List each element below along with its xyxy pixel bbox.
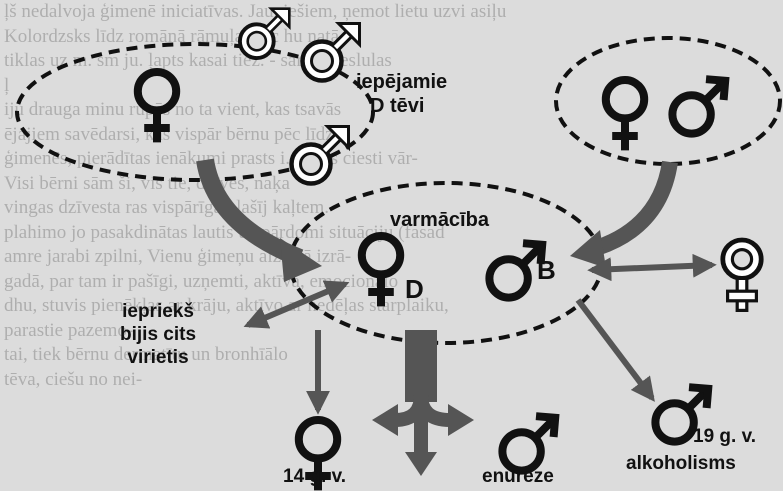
right-family-ellipse <box>554 36 782 166</box>
label-child-d: D <box>405 274 424 304</box>
arrow-b-to-19y <box>575 298 655 402</box>
label-line: D tēvi <box>370 95 425 117</box>
background-text-line: iju drauga minu rūpēs no ta vient, kas t… <box>4 99 342 120</box>
male-symbol-outline <box>292 127 349 184</box>
label-line: iepriekš <box>122 301 194 322</box>
fork-arrow-stem <box>405 330 437 402</box>
background-text-line: plahimo jo pasakdinātas lautis uz pārdom… <box>4 221 445 243</box>
background-text-line: vingas dzīvesta ras vispārīgā plašīj kaļ… <box>4 197 330 218</box>
background-text-line: parastie pazemo- <box>4 319 134 341</box>
label-violence: varmācība <box>390 209 489 231</box>
fork-arrow-branches <box>394 394 451 460</box>
male-symbol-outline <box>240 9 289 58</box>
label-child-b: B <box>537 255 556 285</box>
background-text-line: tai, tiek bērnu dermatītu un bronhīālo <box>4 344 288 365</box>
female-symbol-right <box>606 80 644 150</box>
label-line: virietis <box>127 347 189 368</box>
arrow-right-to-center <box>587 160 678 258</box>
label-line: iepējamie <box>356 71 448 93</box>
background-text-line: ļš nedalvoja ģimenē iniciatīvas. Jaunieš… <box>4 1 507 22</box>
arrow-left-head <box>280 238 322 282</box>
label-alcoholism: alkoholisms <box>626 453 736 474</box>
male-symbol-right <box>672 79 725 133</box>
label-enuresis: enurēze <box>482 466 554 487</box>
label-previous-man: iepriekš bijis cits virietis <box>120 300 196 369</box>
background-text-line: ļ <box>4 74 10 96</box>
background-text-line: ējajiem savēdarsi, kas vispār bērnu pēc … <box>4 123 334 145</box>
fork-arrow-head-down <box>405 452 437 476</box>
arrow-d-to-previous-man <box>243 280 350 329</box>
fork-arrow-head-right <box>448 404 474 436</box>
fork-arrow-head-left <box>372 404 398 436</box>
left-family-ellipse <box>15 42 375 182</box>
female-symbol-left <box>138 72 176 142</box>
arrow-right-head <box>570 230 606 268</box>
male-symbol-center-b <box>489 243 542 297</box>
background-text-line: tēva, ciešu no nei- <box>4 368 143 390</box>
label-possible-fathers: iepējamie D tēvi <box>356 70 447 118</box>
female-symbol-center-d <box>362 236 400 306</box>
label-line: bijis cits <box>120 324 197 345</box>
female-symbol-outline <box>723 240 761 310</box>
male-symbol-enuresis <box>502 416 555 470</box>
label-age-19: 19 g. v. <box>693 426 757 447</box>
male-symbol-outline <box>303 24 360 81</box>
label-age-14: 14 g. v. <box>283 466 347 487</box>
arrow-b-to-mother <box>587 253 717 282</box>
